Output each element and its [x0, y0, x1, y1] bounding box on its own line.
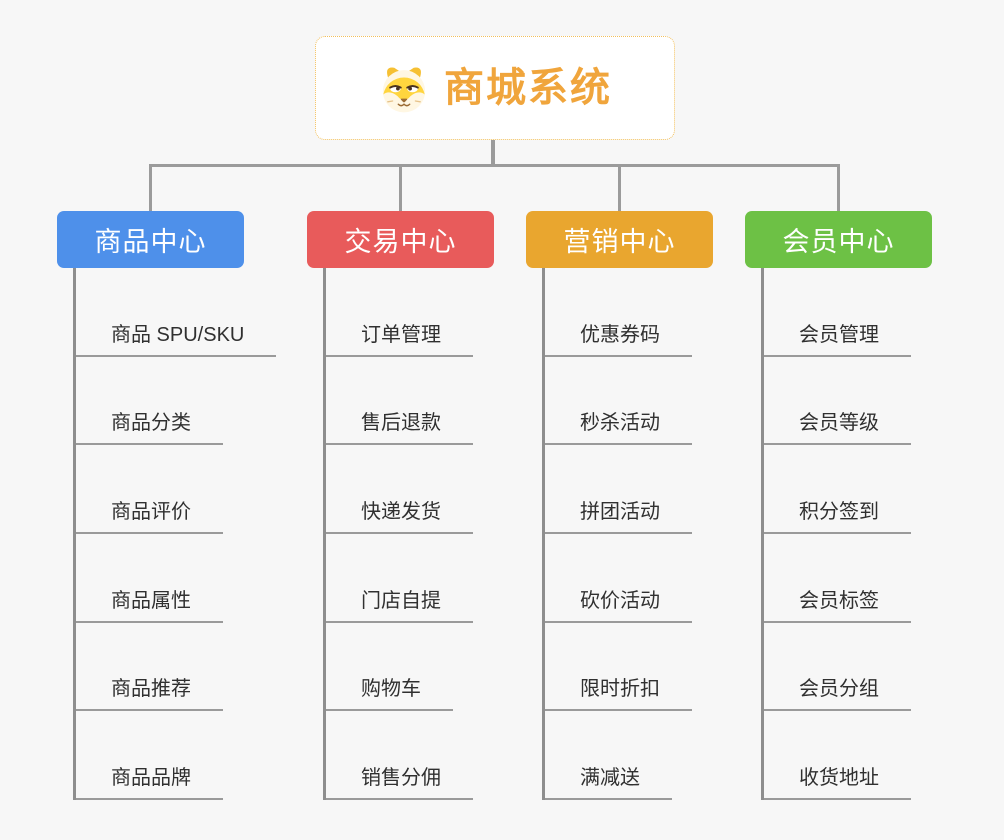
- subtopic-label: 购物车: [326, 672, 453, 712]
- subtopic-label: 商品推荐: [76, 672, 223, 712]
- subtopic[interactable]: 商品 SPU/SKU: [76, 268, 296, 357]
- subtopic-label: 商品 SPU/SKU: [76, 318, 277, 357]
- branch-node[interactable]: 营销中心: [526, 211, 713, 268]
- subtopic[interactable]: 秒杀活动: [545, 357, 765, 446]
- branch-node[interactable]: 交易中心: [307, 211, 494, 268]
- subtopic-label: 会员管理: [764, 318, 911, 357]
- branch-children: 商品 SPU/SKU 商品分类 商品评价 商品属性 商品推荐 商品品牌: [73, 268, 296, 800]
- subtopic[interactable]: 会员管理: [764, 268, 984, 357]
- subtopic-label: 会员标签: [764, 584, 911, 623]
- subtopic[interactable]: 砍价活动: [545, 534, 765, 623]
- subtopic-label: 销售分佣: [326, 761, 473, 800]
- subtopic[interactable]: 订单管理: [326, 268, 546, 357]
- subtopic-label: 秒杀活动: [545, 406, 692, 446]
- shiba-dog-icon: [382, 67, 426, 113]
- subtopic[interactable]: 优惠券码: [545, 268, 765, 357]
- branch-children: 优惠券码 秒杀活动 拼团活动 砍价活动 限时折扣 满减送: [542, 268, 765, 800]
- subtopic[interactable]: 商品品牌: [76, 711, 296, 800]
- subtopic[interactable]: 商品评价: [76, 445, 296, 534]
- subtopic[interactable]: 收货地址: [764, 711, 984, 800]
- branch-marketing-center: 营销中心 优惠券码 秒杀活动 拼团活动 砍价活动 限时折扣 满减送: [526, 211, 776, 800]
- subtopic[interactable]: 购物车: [326, 623, 546, 712]
- subtopic-label: 商品分类: [76, 406, 223, 446]
- subtopic[interactable]: 满减送: [545, 711, 765, 800]
- subtopic[interactable]: 门店自提: [326, 534, 546, 623]
- connector-rail: [149, 164, 840, 167]
- branch-children: 订单管理 售后退款 快递发货 门店自提 购物车 销售分佣: [323, 268, 546, 800]
- subtopic-label: 门店自提: [326, 584, 473, 623]
- connector-drop: [399, 164, 402, 212]
- subtopic[interactable]: 商品属性: [76, 534, 296, 623]
- subtopic[interactable]: 售后退款: [326, 357, 546, 446]
- subtopic[interactable]: 商品推荐: [76, 623, 296, 712]
- subtopic-label: 快递发货: [326, 495, 473, 534]
- subtopic-label: 商品评价: [76, 495, 223, 534]
- subtopic-label: 砍价活动: [545, 584, 692, 623]
- subtopic-label: 商品品牌: [76, 761, 223, 800]
- subtopic-label: 会员分组: [764, 672, 911, 712]
- subtopic-label: 拼团活动: [545, 495, 692, 534]
- root-topic[interactable]: 商城系统: [315, 36, 675, 140]
- connector-drop: [149, 164, 152, 212]
- subtopic-label: 商品属性: [76, 584, 223, 623]
- subtopic[interactable]: 会员分组: [764, 623, 984, 712]
- subtopic-label: 会员等级: [764, 406, 911, 446]
- subtopic-label: 订单管理: [326, 318, 473, 357]
- connector-root-stem: [491, 139, 495, 167]
- subtopic[interactable]: 拼团活动: [545, 445, 765, 534]
- subtopic[interactable]: 销售分佣: [326, 711, 546, 800]
- subtopic[interactable]: 会员等级: [764, 357, 984, 446]
- subtopic[interactable]: 会员标签: [764, 534, 984, 623]
- subtopic-label: 积分签到: [764, 495, 911, 534]
- subtopic-label: 限时折扣: [545, 672, 692, 712]
- branch-trade-center: 交易中心 订单管理 售后退款 快递发货 门店自提 购物车 销售分佣: [307, 211, 557, 800]
- subtopic-label: 优惠券码: [545, 318, 692, 357]
- branch-node[interactable]: 商品中心: [57, 211, 244, 268]
- subtopic[interactable]: 积分签到: [764, 445, 984, 534]
- subtopic-label: 满减送: [545, 761, 672, 800]
- branch-member-center: 会员中心 会员管理 会员等级 积分签到 会员标签 会员分组 收货地址: [745, 211, 995, 800]
- subtopic-label: 收货地址: [764, 761, 911, 800]
- root-topic-label: 商城系统: [444, 66, 612, 110]
- subtopic[interactable]: 商品分类: [76, 357, 296, 446]
- subtopic-label: 售后退款: [326, 406, 473, 446]
- branch-node[interactable]: 会员中心: [745, 211, 932, 268]
- branch-children: 会员管理 会员等级 积分签到 会员标签 会员分组 收货地址: [761, 268, 984, 800]
- branch-product-center: 商品中心 商品 SPU/SKU 商品分类 商品评价 商品属性 商品推荐 商品品牌: [57, 211, 307, 800]
- connector-drop: [837, 164, 840, 212]
- connector-drop: [618, 164, 621, 212]
- subtopic[interactable]: 限时折扣: [545, 623, 765, 712]
- subtopic[interactable]: 快递发货: [326, 445, 546, 534]
